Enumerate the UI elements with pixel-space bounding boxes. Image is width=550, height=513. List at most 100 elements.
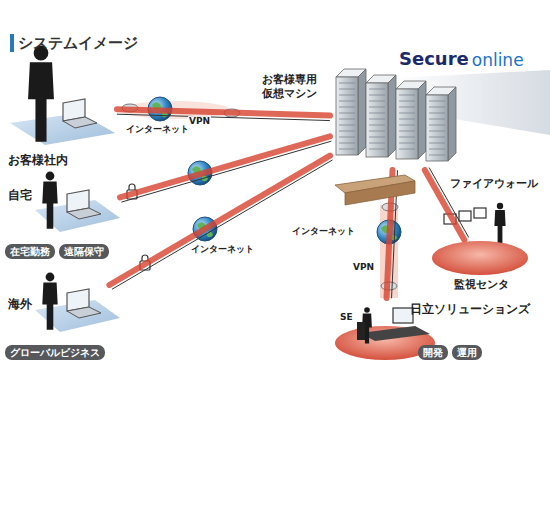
tag-text: 遠隔保守	[64, 246, 104, 257]
label: VPN	[352, 262, 375, 273]
node-illustration	[330, 65, 460, 170]
server-slot	[429, 149, 445, 150]
tag-box: 在宅勤務	[5, 244, 55, 259]
tag-box: 開発	[418, 345, 448, 360]
logo-text: online	[471, 50, 525, 70]
server-slot	[369, 101, 385, 102]
node-label: 監視センタ	[454, 278, 509, 292]
person-head	[497, 203, 503, 209]
connector	[109, 156, 332, 290]
server-slot	[369, 95, 385, 96]
node-box: 監視センタ	[430, 240, 530, 295]
server-front	[336, 77, 358, 155]
server-slot	[339, 101, 355, 102]
node-label: お客様社内	[8, 153, 68, 168]
node-label: お客様専用 仮想マシン	[262, 73, 326, 101]
server-slot	[339, 131, 355, 132]
server-slot	[399, 113, 415, 114]
server-slot	[429, 101, 445, 102]
monitor	[459, 211, 471, 221]
server-slot	[399, 143, 415, 144]
server-slot	[339, 143, 355, 144]
server-slot	[339, 95, 355, 96]
node-box: お客様専用 仮想マシン	[330, 65, 460, 170]
node-illustration	[5, 45, 117, 170]
node-box: 海外	[5, 285, 120, 340]
label: インターネット	[125, 124, 190, 135]
server-slot	[429, 125, 445, 126]
firewall-front	[345, 181, 415, 205]
connector	[120, 136, 331, 202]
server-slot	[399, 107, 415, 108]
server-side	[418, 81, 426, 159]
tag-box: グローバルビジネス	[5, 345, 105, 360]
server-slot	[369, 137, 385, 138]
tag-text: 運用	[457, 347, 477, 358]
tag-text: 在宅勤務	[10, 246, 50, 257]
server-slot	[339, 89, 355, 90]
connector-line	[120, 136, 330, 197]
server-slot	[369, 107, 385, 108]
server-slot	[399, 95, 415, 96]
server-side	[358, 69, 366, 155]
tag-text: グローバルビジネス	[10, 347, 100, 358]
server-side	[448, 87, 456, 161]
server-slot	[399, 131, 415, 132]
person-head	[46, 273, 55, 282]
server-slot	[369, 131, 385, 132]
tag-box: 運用	[452, 345, 482, 360]
server-slot	[339, 83, 355, 84]
server-slot	[369, 119, 385, 120]
server-slot	[399, 137, 415, 138]
server-slot	[429, 137, 445, 138]
server-slot	[339, 113, 355, 114]
chair	[357, 322, 365, 340]
server-slot	[399, 149, 415, 150]
server-slot	[429, 155, 445, 156]
server-slot	[339, 119, 355, 120]
center-disk	[432, 241, 528, 275]
connector-line	[117, 109, 330, 115]
server-slot	[399, 101, 415, 102]
person-body	[28, 62, 54, 142]
server-slot	[369, 149, 385, 150]
server-slot	[429, 131, 445, 132]
logo-text: Secure	[398, 48, 470, 70]
server-slot	[369, 125, 385, 126]
label: インターネット	[190, 244, 255, 255]
person-body	[494, 210, 505, 244]
node-box: 自宅	[5, 188, 120, 240]
connector-wire	[112, 160, 333, 289]
desk	[360, 326, 430, 341]
laptop-base	[67, 208, 101, 219]
server-slot	[429, 107, 445, 108]
diagram-title: システムイメージ	[18, 34, 138, 53]
person-body	[42, 182, 57, 229]
server-slot	[429, 119, 445, 120]
server-slot	[399, 125, 415, 126]
monitor	[474, 208, 486, 218]
laptop-base	[67, 307, 101, 318]
node-box: ファイアウォール	[335, 175, 415, 200]
node-illustration	[335, 175, 415, 200]
server-side	[388, 75, 396, 157]
server-front	[396, 89, 418, 159]
server-front	[426, 95, 448, 161]
server-slot	[339, 125, 355, 126]
server-slot	[339, 137, 355, 138]
label: VPN	[188, 116, 211, 127]
person-head	[46, 172, 55, 181]
server-slot	[429, 143, 445, 144]
connector	[117, 109, 330, 120]
server-slot	[399, 119, 415, 120]
connector-line	[109, 156, 330, 285]
server-slot	[369, 143, 385, 144]
label: インターネット	[291, 226, 356, 237]
laptop-base	[63, 117, 97, 128]
node-label: 日立ソリューションズ	[410, 302, 530, 317]
person-body	[42, 283, 57, 330]
tag-box: 遠隔保守	[59, 244, 109, 259]
node-illustration	[5, 285, 120, 340]
node-box: お客様社内	[5, 45, 117, 170]
